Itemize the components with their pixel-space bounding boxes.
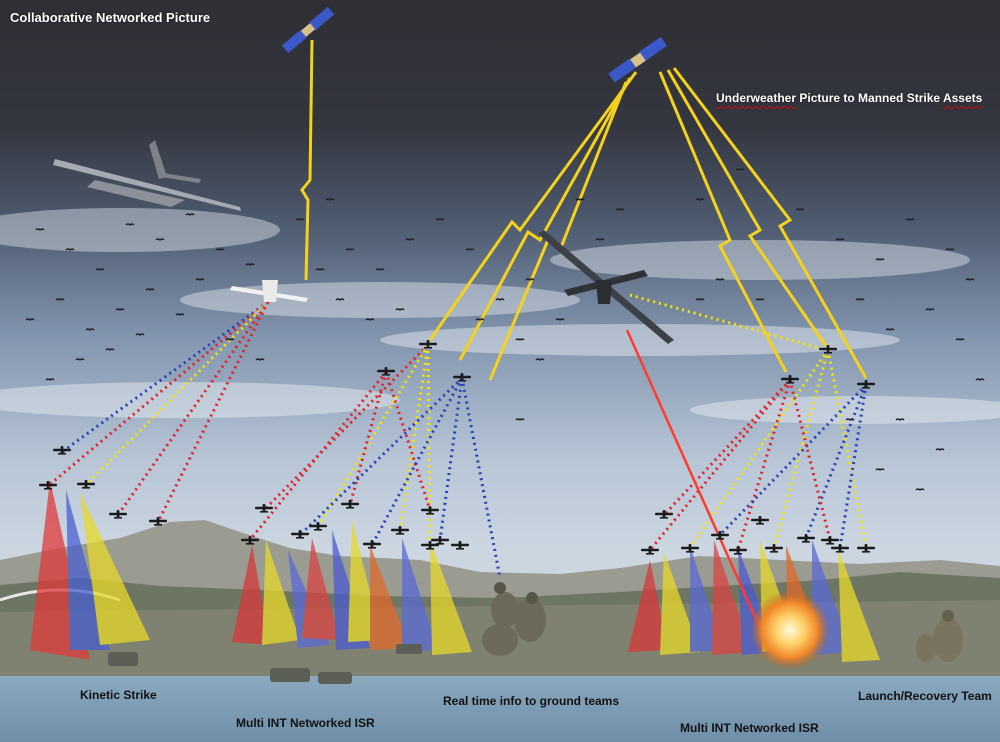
drone-icon	[230, 280, 308, 302]
laser-beam	[625, 329, 762, 629]
water	[0, 676, 1000, 742]
explosion-icon	[750, 590, 830, 670]
underweather-word: Underweather	[716, 91, 797, 105]
kinetic-strike-label: Kinetic Strike	[80, 688, 157, 702]
underweather-assets: Assets	[942, 91, 983, 105]
cargo-plane-icon	[53, 140, 241, 211]
satellite-left-icon	[281, 6, 335, 54]
isr-cones-left	[30, 480, 472, 660]
satellite-right-icon	[608, 36, 668, 83]
datalinks-left	[47, 293, 868, 579]
isr-left-label: Multi INT Networked ISR	[236, 716, 375, 730]
page-title: Collaborative Networked Picture	[10, 10, 211, 25]
underweather-caption: Underweather Picture to Manned Strike As…	[716, 91, 982, 105]
launch-recovery-label: Launch/Recovery Team	[858, 689, 992, 703]
strike-plane-icon	[538, 230, 674, 344]
vehicles-icon	[108, 644, 422, 684]
launch-recovery-team-icon	[916, 610, 963, 662]
realtime-info-label: Real time info to ground teams	[443, 694, 620, 708]
isr-right-label: Multi INT Networked ISR	[680, 721, 819, 735]
underweather-middle: Picture to Manned Strike	[796, 91, 943, 105]
satcom-links	[300, 39, 868, 381]
ground-team-center-icon	[482, 582, 546, 656]
